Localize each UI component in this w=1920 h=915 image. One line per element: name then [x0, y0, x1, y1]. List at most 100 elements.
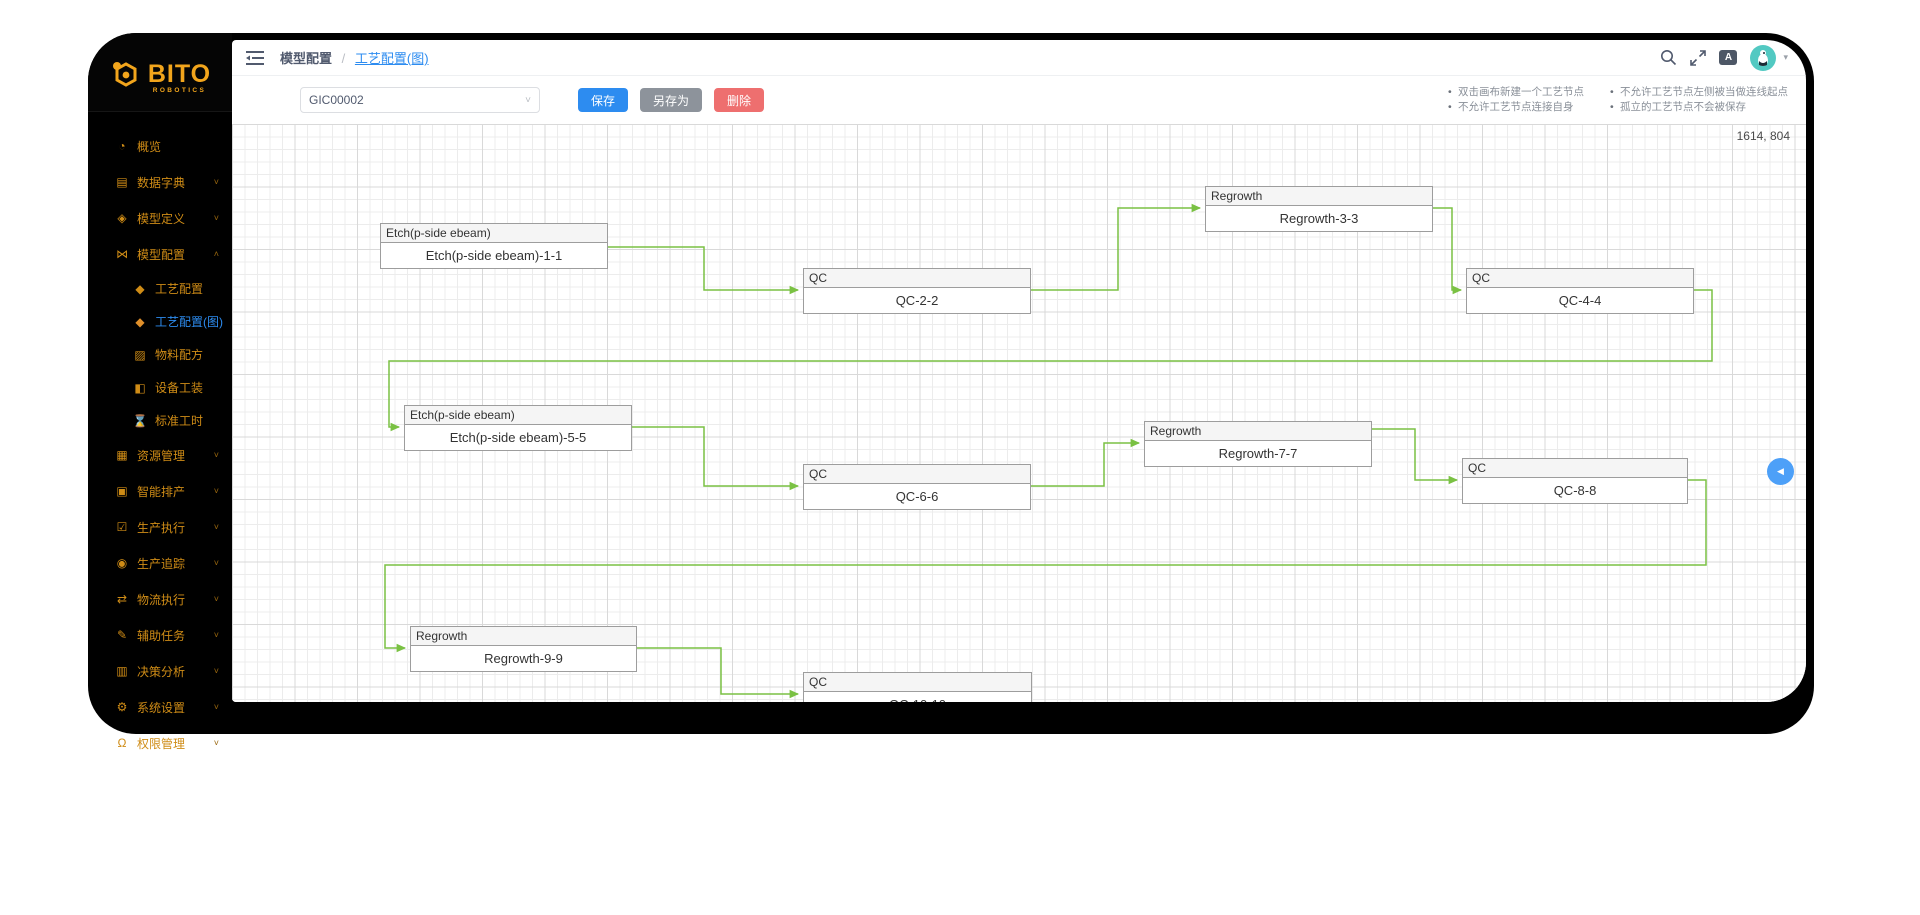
process-node-etch(p-side ebeam)-1-1[interactable]: Etch(p-side ebeam) Etch(p-side ebeam)-1-1: [380, 223, 608, 269]
flow-edge-n6-n7[interactable]: [1031, 438, 1141, 487]
search-icon[interactable]: [1660, 49, 1677, 66]
bito-hexagon-logo-icon: [112, 62, 137, 87]
chevron-up-icon: ˄: [213, 249, 219, 259]
node-name-label: Etch(p-side ebeam)-1-1: [425, 248, 563, 263]
user-avatar[interactable]: [1750, 44, 1777, 71]
sidebar-item-label: 设备工装: [155, 381, 204, 395]
sidebar-item-label: 概览: [137, 139, 162, 154]
node-name-label: QC-10-10: [804, 692, 1031, 702]
node-name-label: QC-8-8: [1553, 483, 1597, 498]
node-type-label: Regrowth: [1145, 422, 1371, 441]
sidebar-item-production-tracking[interactable]: ◉生产追踪˅: [88, 545, 232, 581]
flow-edge-n9-n10[interactable]: [637, 647, 800, 699]
save-as-button[interactable]: 另存为: [640, 88, 703, 112]
process-config-icon: ◆: [135, 281, 145, 296]
sidebar-item-model-definition[interactable]: ◈模型定义˅: [88, 200, 232, 236]
model-config-icon: ⋈: [116, 247, 128, 261]
flow-edge-n4-n5[interactable]: [388, 289, 1713, 432]
legend-rule: 不允许工艺节点连接自身: [1448, 100, 1584, 115]
caret-down-icon[interactable]: ▾: [1783, 52, 1788, 62]
sidebar-item-decision-analysis[interactable]: ▥决策分析˅: [88, 653, 232, 689]
menu-collapse-icon[interactable]: [246, 50, 264, 65]
breadcrumb-current[interactable]: 工艺配置(图): [354, 51, 429, 66]
sidebar-item-system-settings[interactable]: ⚙系统设置˅: [88, 689, 232, 725]
process-select[interactable]: GIC00002 ˅: [300, 87, 540, 113]
sidebar-item-material-recipe[interactable]: ▨ 物料配方: [88, 338, 232, 371]
sidebar-item-resource-management[interactable]: ▦资源管理˅: [88, 437, 232, 473]
node-name-label: Regrowth-9-9: [484, 651, 563, 666]
node-type-label: QC: [804, 269, 1030, 288]
canvas-rules-legend: 双击画布新建一个工艺节点不允许工艺节点连接自身 不允许工艺节点左侧被当做连线起点…: [1448, 85, 1788, 115]
sidebar-item-production-execution[interactable]: ☑生产执行˅: [88, 509, 232, 545]
node-name-label: Regrowth-7-7: [1218, 446, 1298, 461]
delete-button[interactable]: 删除: [714, 88, 765, 112]
flow-edge-n1-n2[interactable]: [608, 246, 800, 295]
sidebar-item-process-config-diagram[interactable]: ◆工艺配置(图): [88, 305, 232, 338]
node-type-label: QC: [804, 673, 1031, 692]
sidebar-item-process-config[interactable]: ◆工艺配置: [88, 272, 232, 305]
brand-logo: BITO ROBOTICS: [88, 33, 232, 112]
resource-management-icon: ▦: [116, 448, 128, 462]
flow-edge-n8-n9[interactable]: [384, 479, 1707, 653]
sidebar-item-label: 模型配置: [137, 247, 186, 262]
flow-canvas[interactable]: 1614, 804 Etch(p-side ebeam)Etch(p-side …: [232, 124, 1806, 702]
decision-analysis-icon: ▥: [116, 664, 128, 678]
sidebar-item-data-dictionary[interactable]: ▤数据字典˅: [88, 164, 232, 200]
chevron-down-icon: ˅: [213, 738, 219, 748]
node-type-label: Etch(p-side ebeam): [381, 224, 607, 243]
sidebar-item-label: 工艺配置(图): [155, 315, 223, 329]
fullscreen-icon[interactable]: [1690, 49, 1707, 66]
node-type-label: QC: [1463, 459, 1687, 478]
sidebar-item-model-config[interactable]: ⋈ 模型配置 ˄: [88, 236, 232, 272]
select-chevron-icon: ˅: [525, 94, 531, 106]
flow-edge-n2-n3[interactable]: [1031, 203, 1202, 291]
data-dictionary-icon: ▤: [116, 175, 128, 189]
cursor-coordinates: 1614, 804: [1736, 129, 1790, 143]
sidebar-item-smart-scheduling[interactable]: ▣智能排产˅: [88, 473, 232, 509]
sidebar-item-label: 智能排产: [137, 484, 186, 499]
sidebar-item-label: 标准工时: [155, 414, 204, 428]
sidebar: BITO ROBOTICS ◔概览▤数据字典˅◈模型定义˅⋈模型配置˄◆工艺配置…: [88, 33, 232, 751]
sidebar-item-dashboard[interactable]: ◔ 概览: [88, 128, 232, 164]
chevron-down-icon: ˅: [213, 486, 219, 496]
node-name-label: QC-2-2: [895, 293, 939, 308]
process-node-qc-8-8[interactable]: QC QC-8-8: [1462, 458, 1688, 504]
sidebar-item-standard-hours[interactable]: ⌛ 标准工时: [88, 404, 232, 437]
legend-rule: 不允许工艺节点左侧被当做连线起点: [1610, 85, 1788, 100]
breadcrumb-parent[interactable]: 模型配置: [280, 51, 333, 66]
legend-column-1: 双击画布新建一个工艺节点不允许工艺节点连接自身: [1448, 85, 1584, 115]
sidebar-item-label: 物料配方: [155, 348, 204, 362]
node-type-label: QC: [1467, 269, 1693, 288]
production-execution-icon: ☑: [116, 520, 128, 534]
sidebar-item-auxiliary-tasks[interactable]: ✎辅助任务˅: [88, 617, 232, 653]
process-node-qc-2-2[interactable]: QC QC-2-2: [803, 268, 1031, 314]
toolbar: GIC00002 ˅ 保存 另存为 删除 双击画布新建一个工艺节点不允许工艺节点…: [232, 76, 1806, 124]
dashboard-icon: ◔: [118, 139, 126, 153]
legend-rule: 孤立的工艺节点不会被保存: [1610, 100, 1788, 115]
flow-edge-n7-n8[interactable]: [1372, 428, 1459, 485]
node-name-label: QC-6-6: [895, 489, 939, 504]
flow-edge-n3-n4[interactable]: [1433, 207, 1463, 295]
sidebar-item-label: 资源管理: [137, 448, 186, 463]
flow-edge-n5-n6[interactable]: [632, 426, 800, 491]
save-button[interactable]: 保存: [578, 88, 629, 112]
sidebar-item-label: 生产执行: [137, 520, 186, 535]
model-definition-icon: ◈: [117, 211, 127, 225]
sidebar-item-logistics-execution[interactable]: ⇄物流执行˅: [88, 581, 232, 617]
translate-icon[interactable]: A: [1719, 50, 1738, 65]
production-tracking-icon: ◉: [116, 556, 128, 570]
node-type-label: Regrowth: [411, 627, 636, 646]
material-recipe-icon: ▨: [134, 347, 146, 362]
panel-toggle-button[interactable]: ◀: [1767, 458, 1794, 485]
process-node-etch(p-side ebeam)-5-5[interactable]: Etch(p-side ebeam)Etch(p-side ebeam)-5-5: [404, 405, 632, 451]
sidebar-item-equipment-tooling[interactable]: ◧设备工装: [88, 371, 232, 404]
standard-hours-icon: ⌛: [132, 413, 148, 428]
chevron-down-icon: ˅: [213, 702, 219, 712]
